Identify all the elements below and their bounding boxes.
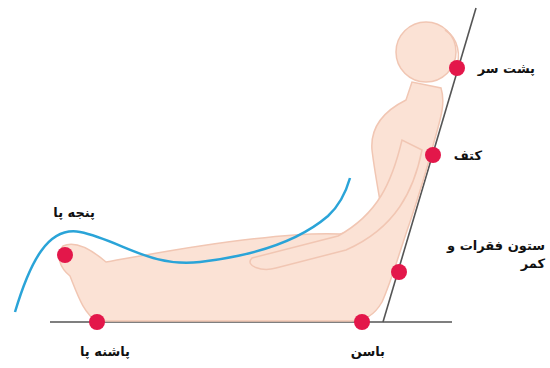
body-silhouette xyxy=(59,82,443,321)
body-part-label: پاشنه پا xyxy=(80,343,130,361)
contact-dot xyxy=(354,314,370,330)
contact-dot xyxy=(391,264,407,280)
body-part-label: ستون فقرات و کمر xyxy=(445,237,545,272)
contact-dot xyxy=(89,314,105,330)
contact-dot xyxy=(449,60,465,76)
wave-line xyxy=(15,178,350,312)
body-part-label: پنجه پا xyxy=(53,204,95,222)
body-part-label: کتف xyxy=(454,147,482,165)
contact-dot xyxy=(425,147,441,163)
contact-dot xyxy=(57,247,73,263)
body-part-label: پشت سر xyxy=(478,60,535,78)
body-part-label: باسن xyxy=(351,343,385,361)
arm xyxy=(250,140,422,269)
